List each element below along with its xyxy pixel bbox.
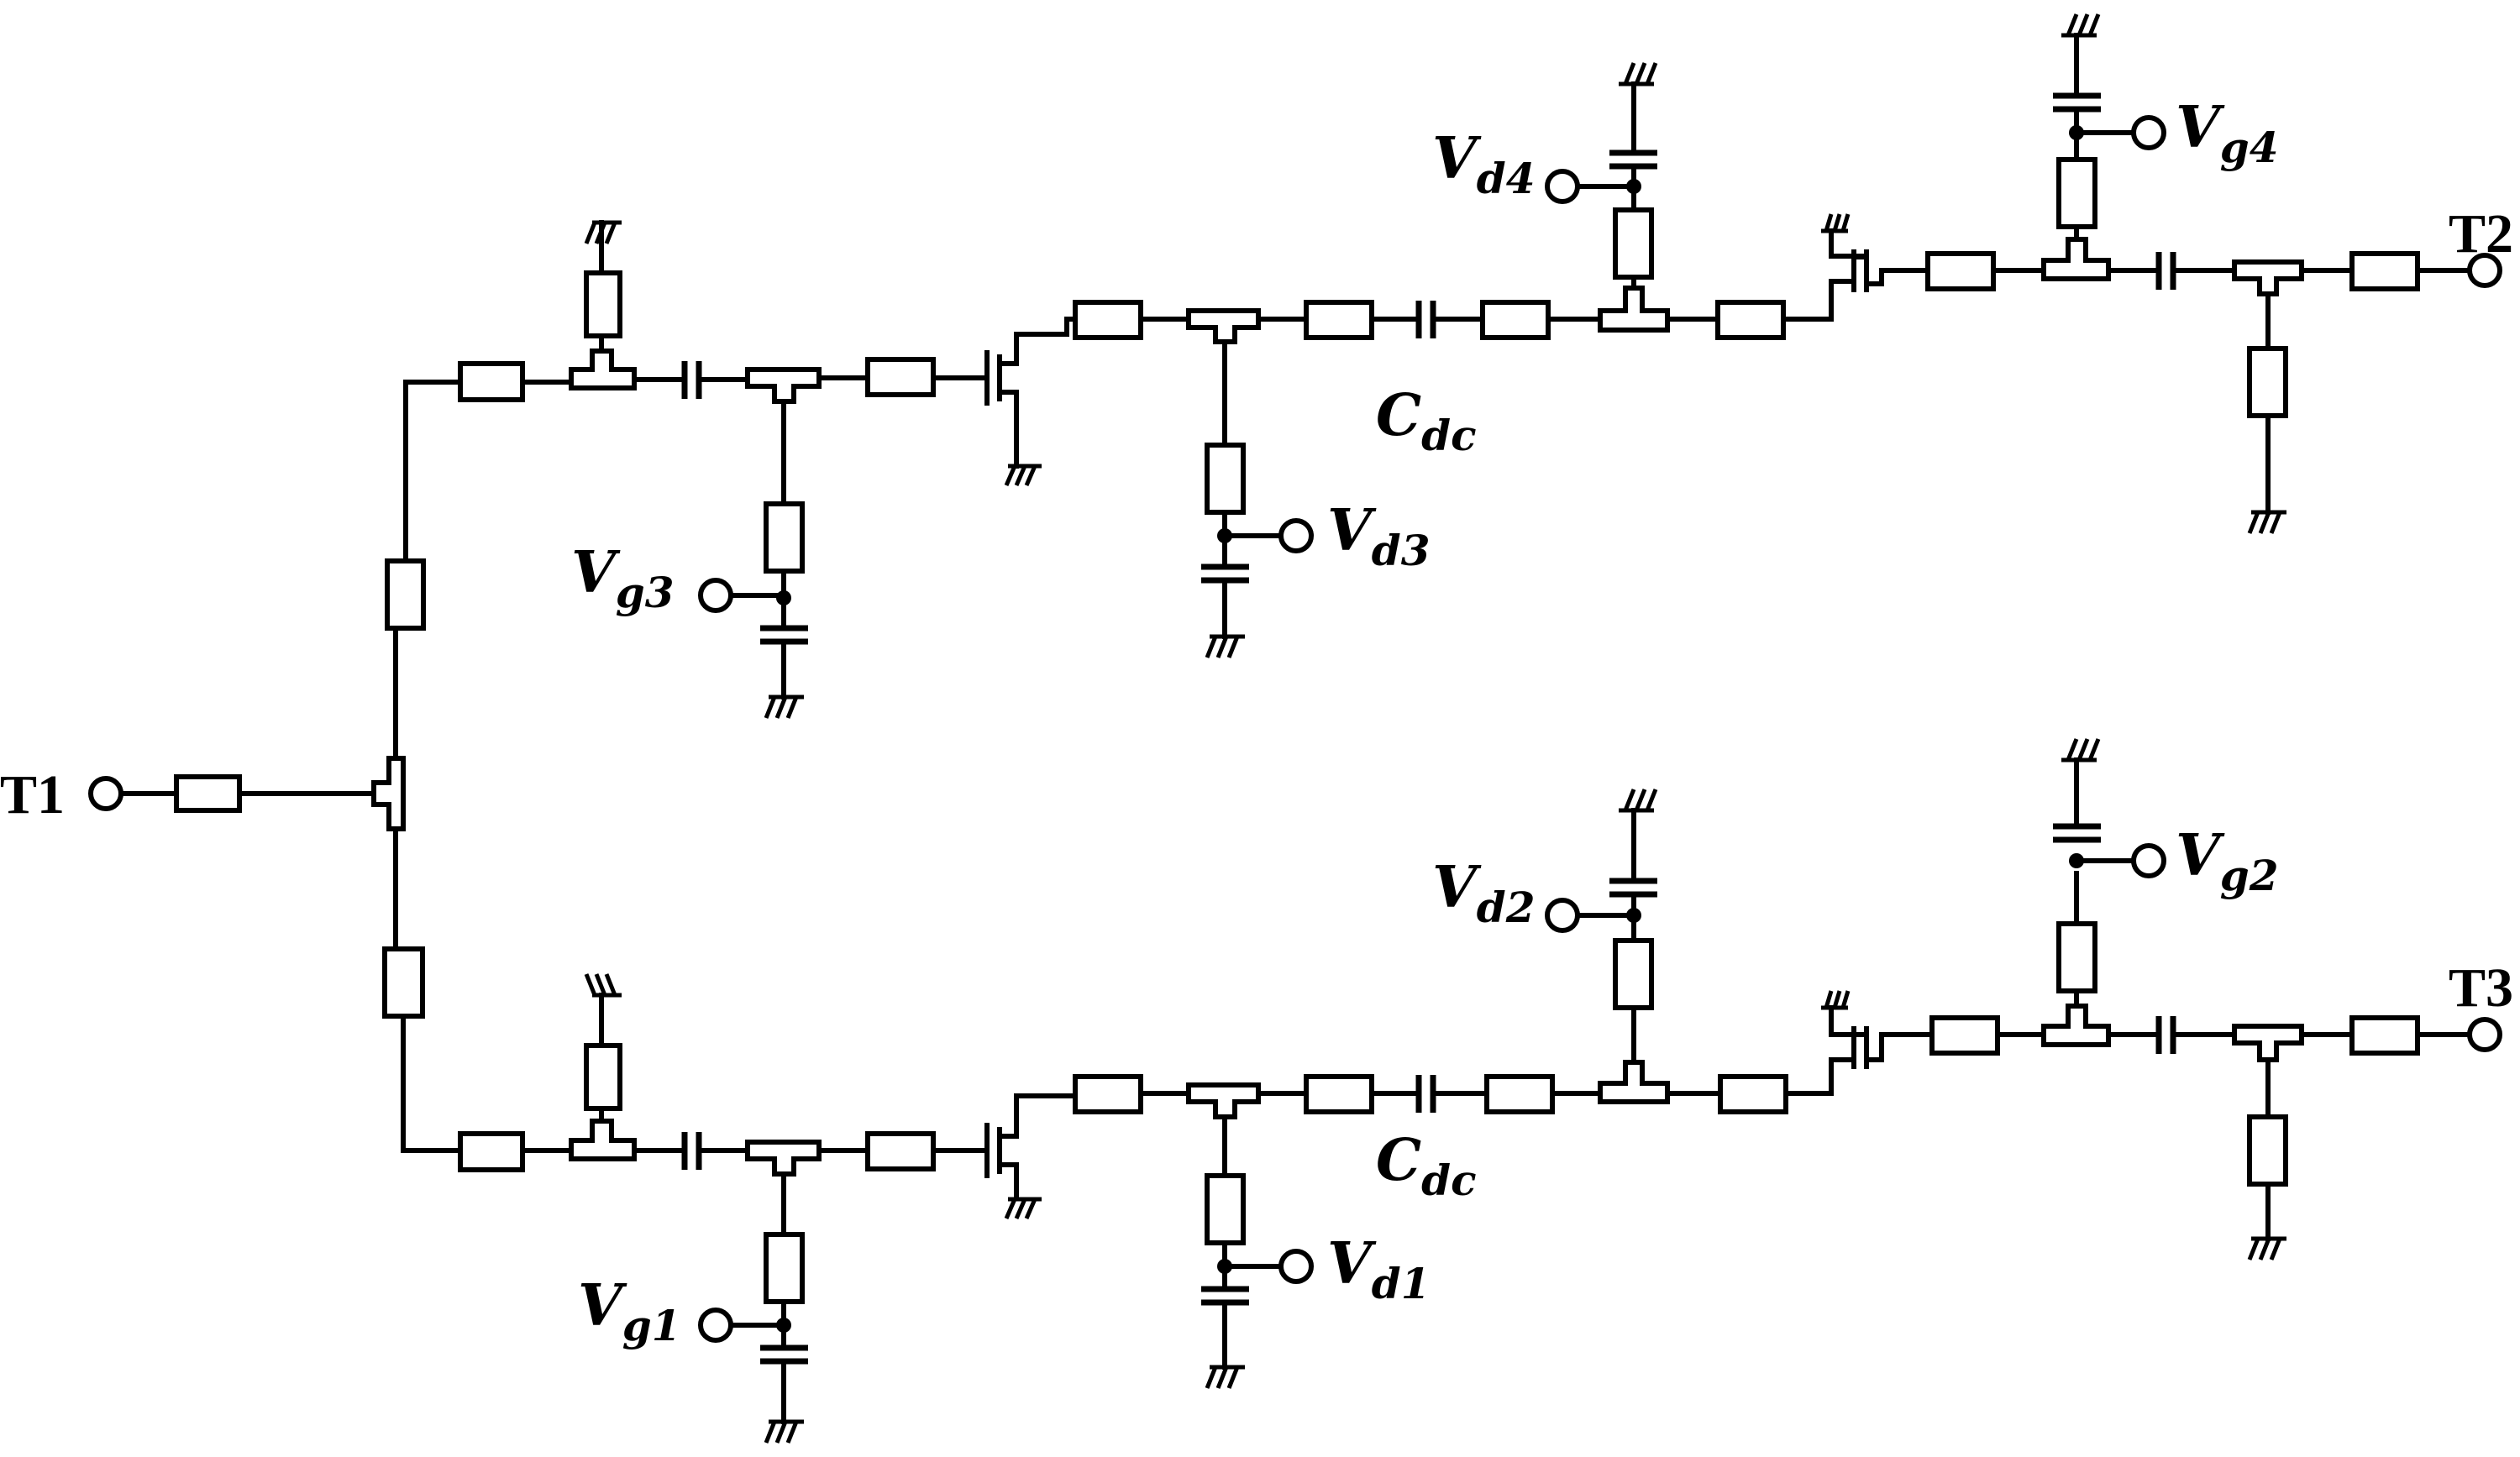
ground-icon [1205, 1365, 1245, 1389]
line-element [1718, 1074, 1788, 1114]
ground-icon [2247, 510, 2286, 534]
tee-junction [745, 367, 822, 404]
line-element [458, 361, 525, 402]
line-element [865, 357, 936, 397]
ground-icon [1205, 634, 1245, 658]
tee-junction [569, 1119, 637, 1161]
label-t3: T3 [2449, 957, 2513, 1019]
line-element [1929, 1015, 2000, 1056]
line-element [458, 1131, 525, 1172]
ground-icon [2061, 738, 2101, 763]
line-element [584, 270, 622, 338]
tee-junction [1186, 1082, 1261, 1119]
tee-junction [2232, 1024, 2304, 1062]
tee-junction [745, 1140, 822, 1177]
tee-junction [1598, 286, 1670, 333]
terminal-vg2[interactable] [2131, 843, 2166, 878]
tee-junction [1598, 1060, 1670, 1104]
terminal-t1[interactable] [88, 776, 123, 811]
line-element [1205, 1173, 1246, 1245]
transistor-icon [984, 1093, 1019, 1199]
terminal-vd4[interactable] [1545, 169, 1580, 204]
line-element-input [174, 774, 242, 813]
tee-junction [1186, 308, 1261, 344]
tee-junction [2041, 237, 2111, 281]
terminal-vg3[interactable] [698, 578, 733, 613]
line-element-bottom-feed [382, 946, 425, 1019]
label-t2: T2 [2449, 203, 2513, 265]
line-element [2349, 1015, 2420, 1056]
ground-icon [1004, 1197, 1042, 1219]
ground-icon [1821, 213, 1851, 233]
line-element [1304, 1074, 1374, 1114]
line-element [1925, 251, 1996, 291]
line-element [1073, 1074, 1143, 1114]
ground-icon [764, 694, 804, 719]
tee-junction [569, 349, 637, 390]
terminal-vd1[interactable] [1278, 1249, 1314, 1284]
label-vd1: Vd1 [1327, 1230, 1431, 1308]
terminal-vd2[interactable] [1545, 898, 1580, 933]
tee-junction [2041, 1004, 2111, 1047]
line-element [1304, 300, 1374, 340]
ground-icon [2061, 13, 2101, 38]
terminal-t3[interactable] [2467, 1017, 2502, 1052]
line-element [2349, 251, 2420, 291]
line-element [1715, 300, 1786, 340]
label-vd3: Vd3 [1327, 497, 1431, 575]
ground-icon [1619, 62, 1658, 86]
label-vg3: Vg3 [571, 539, 675, 617]
tee-junction [2232, 259, 2304, 296]
ground-icon [1619, 789, 1658, 813]
label-vd2: Vd2 [1432, 854, 1536, 932]
top-branch [385, 13, 2502, 719]
line-element [1613, 938, 1654, 1010]
terminal-t2[interactable] [2467, 253, 2502, 288]
line-element [764, 501, 805, 574]
line-element [865, 1131, 936, 1171]
line-element [1613, 207, 1654, 280]
input-section [88, 626, 406, 949]
label-vg4: Vg4 [2176, 94, 2279, 172]
line-element [2056, 921, 2097, 993]
transistor-icon [984, 332, 1019, 469]
label-vg1: Vg1 [578, 1272, 681, 1350]
line-element [584, 1043, 622, 1111]
line-element [2056, 157, 2097, 229]
label-cdc-bottom: Cdc [1376, 1127, 1477, 1205]
ground-icon [764, 1419, 804, 1444]
line-element [2247, 346, 2288, 418]
ground-icon [584, 220, 622, 244]
line-element [1480, 300, 1551, 340]
transistor-icon [1829, 1005, 1884, 1069]
line-element [2247, 1114, 2288, 1187]
label-vd4: Vd4 [1432, 125, 1536, 203]
bottom-branch [382, 738, 2502, 1444]
ground-icon [1004, 464, 1042, 486]
line-element-top-feed [385, 558, 426, 631]
terminal-vd3[interactable] [1278, 518, 1314, 553]
splitter-junction [371, 756, 406, 831]
line-element [1073, 300, 1143, 340]
label-vg2: Vg2 [2176, 822, 2279, 900]
ground-icon [1821, 990, 1851, 1010]
terminal-vg4[interactable] [2131, 115, 2166, 150]
ground-icon [2247, 1236, 2286, 1260]
transistor-icon [1829, 228, 1884, 292]
line-element [1484, 1074, 1555, 1114]
label-cdc-top: Cdc [1376, 382, 1477, 460]
label-t1: T1 [0, 764, 65, 825]
line-element [1205, 443, 1246, 515]
terminal-vg1[interactable] [698, 1308, 733, 1343]
ground-icon [584, 973, 622, 998]
line-element [764, 1232, 805, 1304]
